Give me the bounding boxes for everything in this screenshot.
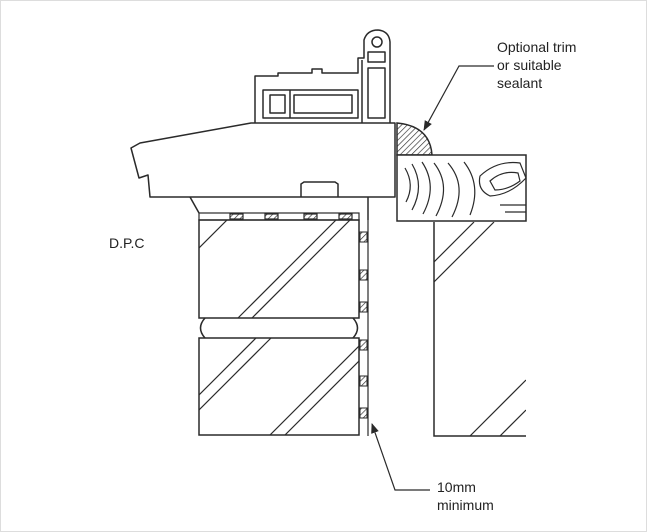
inner-wall-leaf xyxy=(433,222,526,437)
label-trim-line1: Optional trim xyxy=(497,39,577,55)
sill-stub xyxy=(300,181,339,197)
label-10mm-minimum: 10mm minimum xyxy=(437,478,494,514)
dpc-strip xyxy=(198,212,360,221)
gap-leader xyxy=(371,423,430,491)
sill-to-dpc-left xyxy=(189,196,200,214)
label-optional-trim: Optional trim or suitable sealant xyxy=(497,38,576,92)
cavity-gap-strip xyxy=(359,220,369,436)
window-sill xyxy=(130,122,396,198)
window-frame-profile xyxy=(254,29,391,126)
label-trim-line2: or suitable xyxy=(497,57,562,73)
outer-masonry xyxy=(198,219,360,436)
timber-section xyxy=(396,154,527,222)
label-gap-line1: 10mm xyxy=(437,479,476,495)
label-dpc: D.P.C xyxy=(109,235,145,251)
label-gap-line2: minimum xyxy=(437,497,494,513)
label-trim-line3: sealant xyxy=(497,75,543,91)
sealant-bead xyxy=(396,122,433,156)
sealant-leader xyxy=(423,65,494,131)
